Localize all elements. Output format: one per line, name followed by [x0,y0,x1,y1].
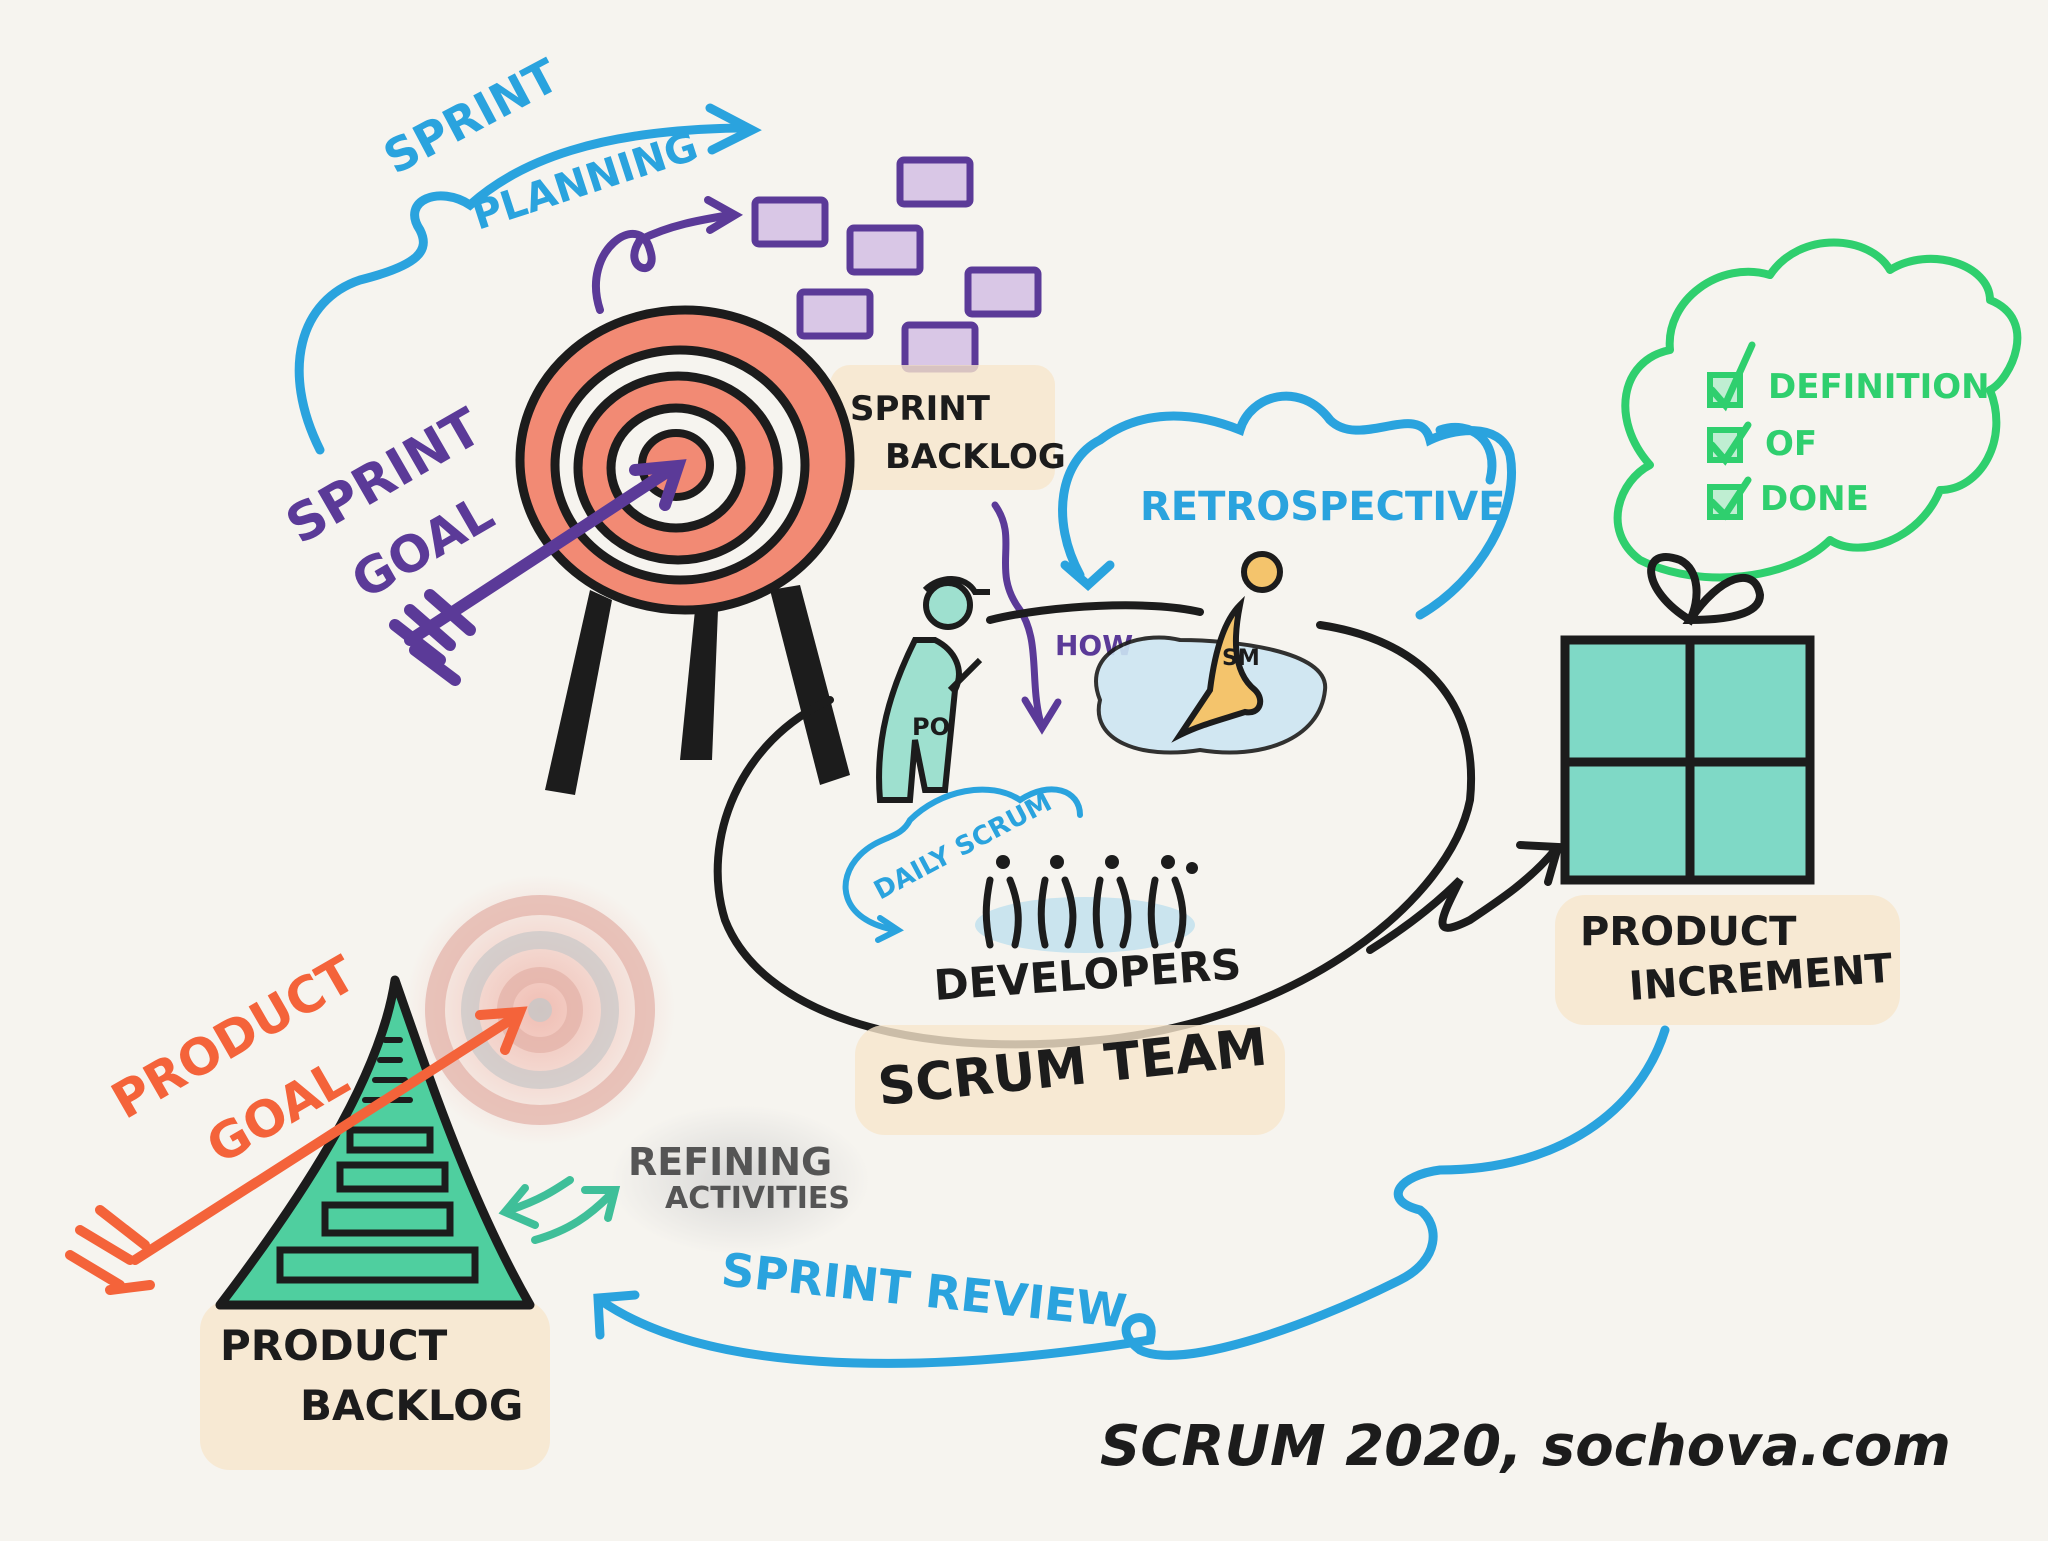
daily-scrum-loop [842,786,1083,943]
product-owner-figure [876,576,990,803]
refining-activities-label-2: ACTIVITIES [665,1181,850,1216]
product-backlog-highlight [200,1300,550,1470]
product-goal-target-icon [405,875,675,1145]
definition-of-done-cloud [1613,238,2022,582]
sprint-backlog-label-2: BACKLOG [885,437,1066,477]
target-icon [515,305,855,795]
sm-label: SM [1222,646,1260,671]
definition-of-done-label-2: OF [1765,424,1817,464]
sprint-goal-arrow [389,459,687,686]
gift-icon [1560,553,1815,885]
developers-group [975,855,1198,953]
definition-of-done-label-3: DONE [1760,479,1869,519]
developers-label: DEVELOPERS [932,940,1242,1010]
daily-scrum-label: DAILY SCRUM [869,787,1057,906]
definition-of-done-label-1: DEFINITION [1768,367,1990,407]
retrospective-loop [1058,391,1516,620]
refining-activities-glow [610,1105,870,1255]
sprint-backlog-cards [751,156,1042,373]
product-increment-highlight [1555,895,1900,1025]
product-backlog-label-1: PRODUCT [220,1321,448,1370]
refining-arrows [498,1176,621,1244]
retrospective-label: RETROSPECTIVE [1140,484,1505,530]
po-label: PO [912,713,950,741]
sprint-backlog-highlight [830,365,1055,490]
sprint-backlog-label-1: SPRINT [850,389,991,429]
credit-text: SCRUM 2020, sochova.com [1100,1414,1951,1479]
sprint-planning-arrow [294,103,762,455]
product-backlog-label-2: BACKLOG [300,1381,523,1430]
sprint-backlog-arrow [591,196,743,314]
scrum-team-highlight [855,1025,1285,1135]
checkmark-icons [1708,341,1756,521]
sprint-review-label: SPRINT REVIEW [719,1242,1129,1338]
refining-activities-label-1: REFINING [628,1140,832,1184]
product-goal-arrow [65,1006,528,1295]
scrum-master-figure [1094,551,1328,755]
sprint-review-arrow [593,1025,1670,1368]
product-backlog-pyramid [215,975,535,1310]
product-increment-label-1: PRODUCT [1580,909,1797,955]
